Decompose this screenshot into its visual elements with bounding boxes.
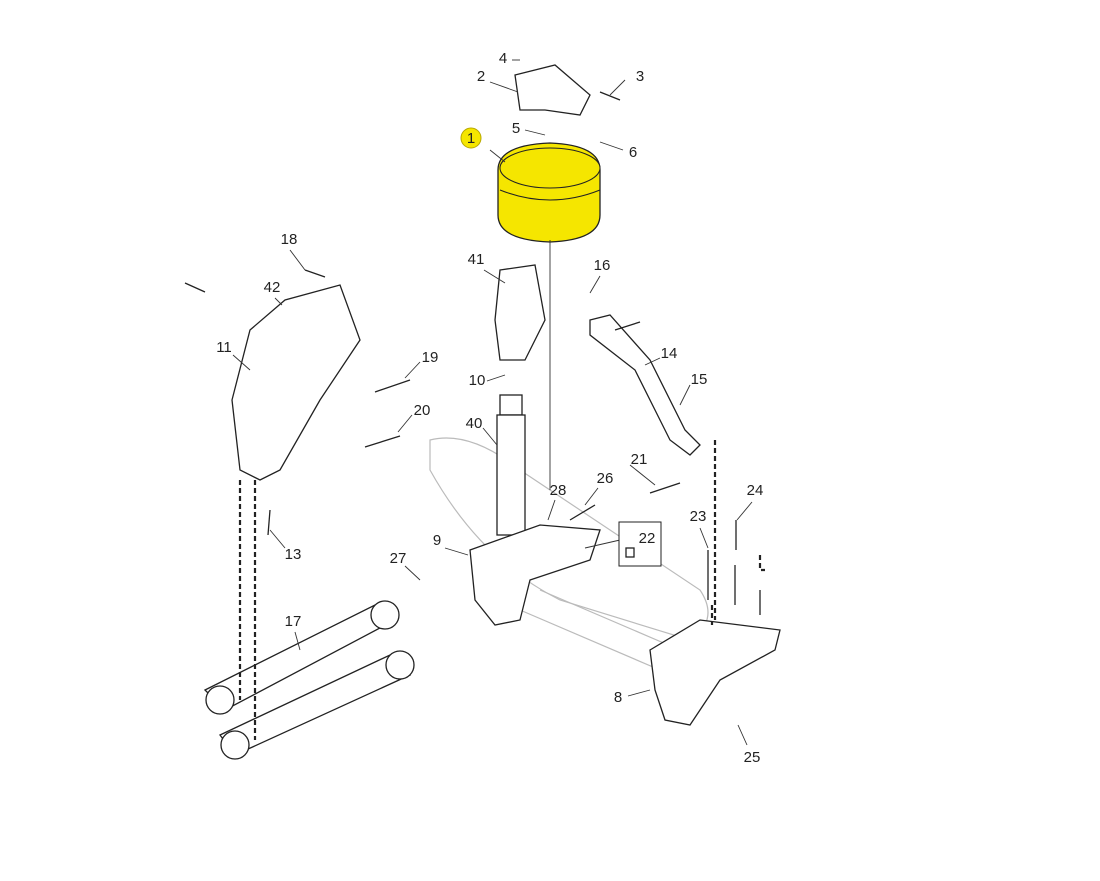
callout-2[interactable]: 2 <box>477 68 485 85</box>
callout-1[interactable]: 1 <box>467 130 475 147</box>
callout-22[interactable]: 22 <box>639 530 656 547</box>
front-hanger-part <box>231 284 361 481</box>
air-spring-part <box>497 142 601 243</box>
callout-19[interactable]: 19 <box>422 349 439 366</box>
leader-lines <box>232 59 753 746</box>
callout-11[interactable]: 11 <box>216 339 232 356</box>
callout-42[interactable]: 42 <box>264 279 281 296</box>
callout-10[interactable]: 10 <box>469 372 486 389</box>
callout-26[interactable]: 26 <box>597 470 614 487</box>
callout-27[interactable]: 27 <box>390 550 407 567</box>
callout-40[interactable]: 40 <box>466 415 483 432</box>
callout-21[interactable]: 21 <box>631 451 648 468</box>
callout-16[interactable]: 16 <box>594 257 611 274</box>
callout-41[interactable]: 41 <box>468 251 485 268</box>
callout-18[interactable]: 18 <box>281 231 298 248</box>
callout-13[interactable]: 13 <box>285 546 302 563</box>
upper-bracket-part <box>514 64 591 116</box>
callout-17[interactable]: 17 <box>285 613 302 630</box>
callout-23[interactable]: 23 <box>690 508 707 525</box>
callout-9[interactable]: 9 <box>433 532 441 549</box>
callout-20[interactable]: 20 <box>414 402 431 419</box>
callout-22-box <box>618 521 662 567</box>
upper-torque-rod-part <box>589 314 701 456</box>
callout-28[interactable]: 28 <box>550 482 567 499</box>
shock-bracket-part <box>494 264 546 361</box>
callout-14[interactable]: 14 <box>661 345 678 362</box>
callout-6[interactable]: 6 <box>629 144 637 161</box>
rear-hanger-part <box>649 619 781 726</box>
axle-seat-part <box>469 524 601 626</box>
callout-24[interactable]: 24 <box>747 482 764 499</box>
callout-8[interactable]: 8 <box>614 689 622 706</box>
callout-3[interactable]: 3 <box>636 68 644 85</box>
callout-15[interactable]: 15 <box>691 371 708 388</box>
callout-4[interactable]: 4 <box>499 50 507 67</box>
bolts <box>184 91 761 615</box>
highlight-marker <box>460 127 482 149</box>
callout-25[interactable]: 25 <box>744 749 761 766</box>
shock-absorber-part <box>496 394 526 553</box>
callout-5[interactable]: 5 <box>512 120 520 137</box>
callout-labels: 1 2 3 4 5 6 8 9 10 11 13 14 15 16 17 18 … <box>216 50 763 766</box>
